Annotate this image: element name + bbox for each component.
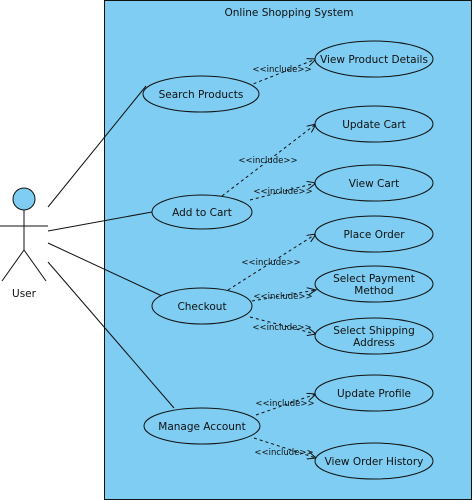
svg-text:Method: Method [354,285,393,297]
svg-text:Update Profile: Update Profile [337,388,411,400]
svg-text:Manage Account: Manage Account [158,421,245,433]
svg-text:<<include>>: <<include>> [252,323,311,333]
use-case-checkout[interactable]: Checkout [151,287,253,325]
svg-text:<<include>>: <<include>> [254,448,313,458]
association-checkout [47,242,163,297]
svg-text:<<include>>: <<include>> [252,65,311,75]
association-add-cart [47,211,153,232]
user-actor[interactable]: User [0,187,48,300]
association-search [47,85,147,208]
use-case-view-product-details[interactable]: View Product Details [314,40,434,78]
include-addcart-update: <<include>> [221,124,316,197]
use-case-update-cart[interactable]: Update Cart [314,105,434,143]
actor-label: User [12,288,37,300]
svg-text:Address: Address [353,337,395,349]
svg-text:Update Cart: Update Cart [342,119,406,131]
actor-left-leg [1,249,25,282]
actor-right-leg [23,249,47,282]
svg-text:<<include>>: <<include>> [253,187,312,197]
use-case-select-shipping-address[interactable]: Select Shipping Address [314,317,434,355]
svg-text:View Order History: View Order History [325,456,424,468]
include-checkout-shipping: <<include>> [249,316,316,334]
svg-text:Place Order: Place Order [343,229,405,241]
use-case-update-profile[interactable]: Update Profile [314,374,434,412]
include-manage-profile: <<include>> [255,394,316,416]
system-title: Online Shopping System [224,7,353,19]
use-case-add-to-cart[interactable]: Add to Cart [151,194,253,230]
actor-head [12,187,36,211]
include-search-details: <<include>> [247,59,316,87]
svg-text:View Product Details: View Product Details [320,54,428,66]
include-manage-history: <<include>> [253,437,316,458]
svg-text:View Cart: View Cart [349,178,399,190]
svg-text:Search Products: Search Products [159,89,244,101]
include-addcart-view: <<include>> [249,183,316,201]
use-case-manage-account[interactable]: Manage Account [143,407,261,445]
include-checkout-place: <<include>> [227,234,316,291]
svg-text:Select Payment: Select Payment [333,273,415,285]
use-case-view-order-history[interactable]: View Order History [314,442,434,480]
svg-text:<<include>>: <<include>> [255,399,314,409]
use-case-view-cart[interactable]: View Cart [314,164,434,202]
svg-text:<<include>>: <<include>> [253,292,312,302]
association-manage [47,261,175,409]
use-case-search-products[interactable]: Search Products [142,75,260,113]
svg-text:Select Shipping: Select Shipping [333,325,415,337]
svg-text:Checkout: Checkout [177,301,226,313]
use-case-place-order[interactable]: Place Order [314,215,434,253]
svg-text:<<include>>: <<include>> [241,258,300,268]
svg-text:Add to Cart: Add to Cart [172,207,232,219]
svg-text:<<include>>: <<include>> [238,156,297,166]
use-case-select-payment-method[interactable]: Select Payment Method [314,265,434,303]
include-checkout-payment: <<include>> [251,290,316,302]
